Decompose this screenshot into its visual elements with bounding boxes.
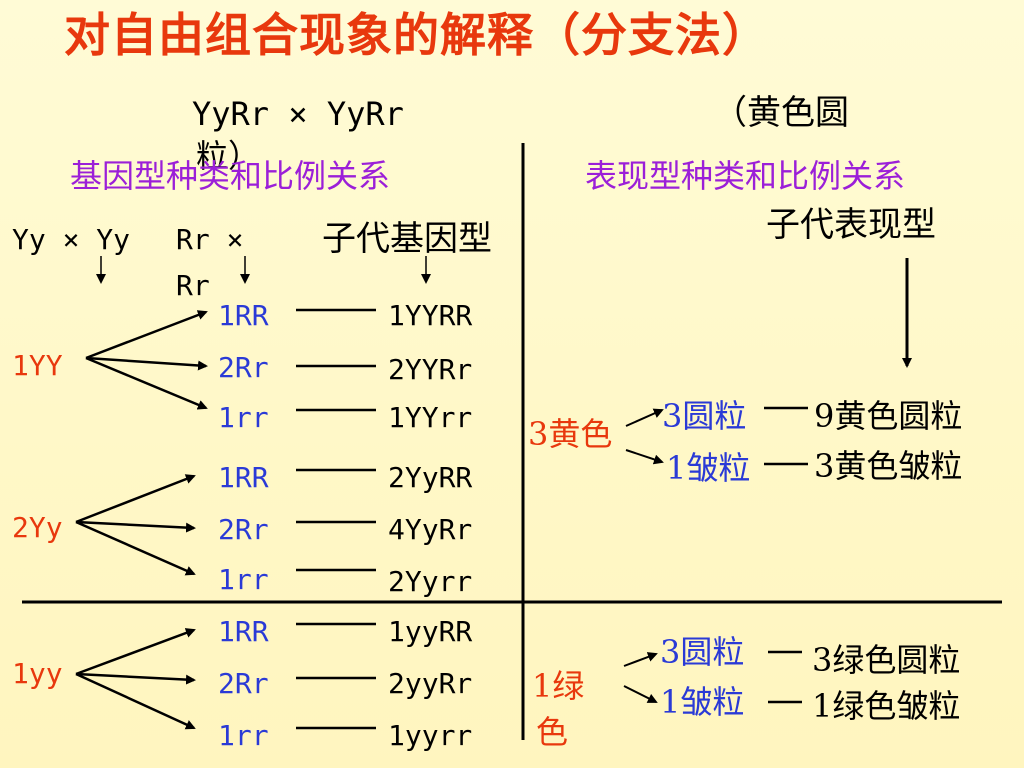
branch-arrow — [75, 520, 196, 576]
offspring-genotype-label: 子代基因型 — [322, 219, 492, 259]
allele-rr: 1rr — [218, 563, 269, 596]
genotype-result: 2Yyrr — [388, 565, 473, 598]
genotype-result: 1YYRR — [388, 299, 473, 332]
allele-rr: 1rr — [218, 719, 269, 752]
phenotype-arrow — [623, 685, 658, 703]
phenotype-result: 1绿色皱粒 — [812, 687, 961, 725]
allele-rr: 1RR — [218, 615, 269, 648]
branch-arrow — [75, 672, 196, 685]
genotype-result: 4YyRr — [388, 513, 473, 546]
branch-arrow — [75, 672, 196, 730]
group-label-1yy: 1yy — [12, 657, 63, 690]
branch-arrow — [85, 356, 208, 371]
genotype-result: 1YYrr — [388, 401, 473, 434]
allele-rr: 2Rr — [218, 351, 269, 384]
left-heading: 基因型种类和比例关系 — [70, 157, 391, 195]
phenotype-result: 3黄色皱粒 — [814, 447, 963, 485]
phenotype-group-green-a: 1绿 — [532, 667, 585, 705]
cross-rr-b: Rr — [176, 269, 210, 302]
phenotype-arrow — [625, 449, 664, 465]
genotype-result: 1yyrr — [388, 719, 473, 752]
phenotype-result: 9黄色圆粒 — [814, 397, 963, 435]
branch-arrow — [75, 474, 196, 524]
phenotype-arrow — [623, 652, 658, 667]
allele-rr: 1RR — [218, 299, 269, 332]
offspring-phenotype-label: 子代表现型 — [766, 205, 936, 245]
phenotype-result: 3绿色圆粒 — [812, 641, 961, 679]
cross-note-a: （黄色圆 — [713, 93, 849, 133]
genotype-result: 2YyRR — [388, 461, 473, 494]
genotype-result: 1yyRR — [388, 615, 473, 648]
branch-arrow — [85, 310, 208, 360]
allele-rr: 2Rr — [218, 513, 269, 546]
cross-formula: YyRr × YyRr — [192, 95, 404, 133]
group-label-1YY: 1YY — [12, 349, 63, 382]
group-label-2Yy: 2Yy — [12, 511, 63, 544]
allele-rr: 2Rr — [218, 667, 269, 700]
cross-note-b: 粒） — [196, 137, 261, 175]
branch-arrow — [75, 628, 196, 676]
phenotype-trait: 1皱粒 — [660, 683, 745, 721]
phenotype-trait: 3圆粒 — [662, 397, 747, 435]
phenotype-arrow — [625, 408, 664, 427]
branch-arrow — [85, 356, 208, 410]
phenotype-trait: 1皱粒 — [666, 449, 751, 487]
phenotype-group-green-b: 色 — [536, 713, 569, 751]
cross-yy: Yy × Yy — [12, 223, 131, 256]
right-heading: 表现型种类和比例关系 — [585, 157, 906, 195]
phenotype-trait: 3圆粒 — [660, 633, 745, 671]
genotype-result: 2yyRr — [388, 667, 473, 700]
genotype-result: 2YYRr — [388, 353, 473, 386]
page-title: 对自由组合现象的解释（分支法） — [64, 8, 769, 62]
allele-rr: 1rr — [218, 401, 269, 434]
branch-arrow — [75, 520, 196, 533]
allele-rr: 1RR — [218, 461, 269, 494]
phenotype-group-yellow: 3黄色 — [528, 415, 613, 453]
cross-rr-a: Rr × — [176, 223, 244, 256]
